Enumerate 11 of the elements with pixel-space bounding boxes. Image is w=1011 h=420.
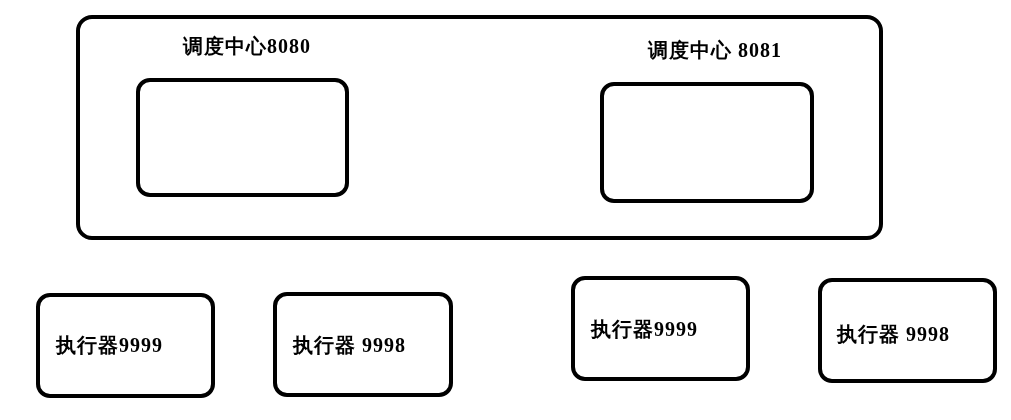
box-heading: 调度中心 8081 (648, 39, 782, 61)
executor-box (273, 292, 453, 397)
outer-frame (76, 15, 883, 240)
box-label: 执行器9999 (56, 334, 163, 356)
executor-box (818, 278, 997, 383)
box-label: 执行器9999 (591, 318, 698, 340)
executor-box (36, 293, 215, 398)
box-label: 执行器 9998 (293, 334, 406, 356)
box-heading: 调度中心8080 (183, 35, 311, 57)
box-label: 执行器 9998 (837, 323, 950, 345)
executor-box (571, 276, 750, 381)
